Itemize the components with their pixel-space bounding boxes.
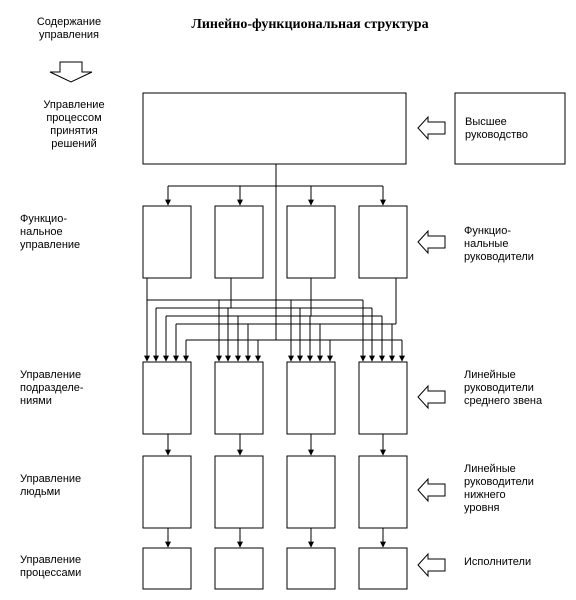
process-box-1: [142, 547, 192, 590]
functional-box-4: [358, 205, 408, 279]
unit-box-1: [142, 361, 192, 435]
unit-box-3: [286, 361, 336, 435]
unit-box-2: [214, 361, 264, 435]
functional-box-1: [142, 205, 192, 279]
process-box-3: [286, 547, 336, 590]
diagram-title: Линейно-функциональная структура: [191, 17, 429, 32]
functional-box-2: [214, 205, 264, 279]
left-label-processes: Управление процессами: [20, 554, 82, 579]
middle-arrow-icon: [417, 384, 446, 410]
people-to-process-arrows: [165, 528, 386, 548]
content-down-arrow: [49, 61, 93, 83]
unit-to-people-arrows: [165, 434, 386, 456]
top-management-box: [142, 92, 407, 165]
functional-box-3: [286, 205, 336, 279]
unit-box-4: [358, 361, 408, 435]
right-label-lower: Линейные руководители нижнего уровня: [464, 463, 534, 514]
right-label-middle: Линейные руководители среднего звена: [464, 369, 543, 407]
people-box-4: [358, 455, 408, 529]
functional-to-unit-connectors: [144, 186, 405, 362]
process-box-2: [214, 547, 264, 590]
right-label-executors: Исполнители: [464, 556, 532, 568]
left-label-people: Управление людьми: [20, 473, 82, 498]
executors-arrow-icon: [417, 552, 446, 578]
left-label-header: Содержание управления: [36, 16, 102, 41]
right-label-top: Высшее руководство: [465, 116, 528, 141]
top-arrow-icon: [417, 115, 446, 141]
left-label-units: Управление подразделе- ниями: [20, 369, 84, 407]
lower-arrow-icon: [417, 477, 446, 503]
people-box-2: [214, 455, 264, 529]
top-management-label-box: [454, 92, 566, 165]
people-box-1: [142, 455, 192, 529]
left-label-functional: Функцио- нальное управление: [20, 213, 81, 251]
people-box-3: [286, 455, 336, 529]
process-box-4: [358, 547, 408, 590]
functional-arrow-icon: [417, 229, 446, 255]
left-label-decisions: Управление процессом принятия решений: [43, 99, 105, 150]
right-label-functional: Функцио- нальные руководители: [464, 225, 534, 263]
